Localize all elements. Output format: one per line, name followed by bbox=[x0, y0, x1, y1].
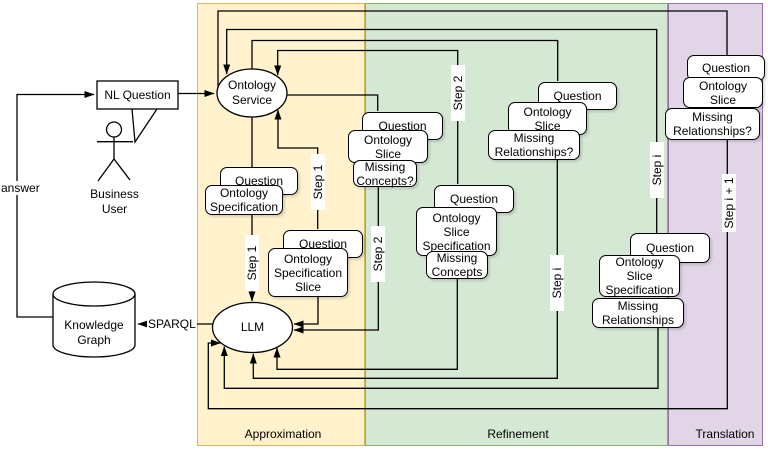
nl-question-box bbox=[96, 80, 179, 110]
note-card-ontology-slice: Ontology Slice bbox=[348, 130, 428, 163]
note-card-ontology-slice-specification: Ontology Slice Specification bbox=[599, 255, 680, 297]
note-card-question: Question bbox=[687, 55, 765, 81]
region-approximation bbox=[197, 3, 365, 446]
edge-answer bbox=[16, 91, 95, 318]
region-refinement bbox=[365, 3, 668, 446]
edge-ontologyservice-to-stack-c bbox=[287, 94, 379, 111]
speech-tail bbox=[131, 108, 158, 144]
region-label-approximation: Approximation bbox=[244, 427, 322, 441]
edge-stack-f-to-llm bbox=[220, 328, 659, 389]
edge-stack-f-to-ontologyservice bbox=[223, 28, 658, 233]
note-card-missing-relationships-question: Missing Relationships? bbox=[488, 130, 580, 160]
note-card-ontology-specification: Ontology Specification bbox=[205, 185, 283, 215]
note-card-missing-relationships: Missing Relationships bbox=[592, 298, 684, 328]
edge-label-step-2: Step 2 bbox=[371, 226, 385, 282]
stick-figure-head bbox=[105, 121, 123, 138]
note-card-ontology-slice: Ontology Slice bbox=[508, 102, 587, 135]
edge-label-step-1: Step 1 bbox=[311, 154, 325, 210]
region-label-refinement: Refinement bbox=[487, 427, 549, 441]
edge-label-step-i-plus-1: Step i + 1 bbox=[722, 174, 736, 232]
ontology-service-ellipse bbox=[216, 68, 288, 118]
note-card-missing-relationships-question: Missing Relationships? bbox=[665, 108, 760, 140]
edge-ontologyservice-to-stack-d bbox=[251, 39, 559, 81]
edge-stack-e-to-llm bbox=[273, 279, 458, 370]
knowledge-graph-cylinder bbox=[52, 281, 136, 358]
edge-ontologyservice-to-stack-g bbox=[217, 10, 728, 87]
edge-label-sparql: SPARQL bbox=[147, 317, 197, 331]
note-card-missing-concepts: Missing Concepts bbox=[426, 251, 488, 279]
edge-stack-g-to-llm bbox=[207, 140, 728, 410]
edge-label-step-2: Step 2 bbox=[451, 65, 465, 121]
business-user-figure bbox=[97, 121, 133, 182]
edge-label-answer: answer bbox=[0, 181, 41, 195]
note-card-ontology-slice: Ontology Slice bbox=[683, 77, 763, 108]
knowledge-graph-cylinder-lip bbox=[52, 293, 136, 307]
stick-figure-leg-left bbox=[97, 158, 115, 182]
region-label-translation: Translation bbox=[695, 427, 755, 441]
llm-ellipse bbox=[211, 301, 294, 354]
note-card-missing-concepts-question: Missing Concepts? bbox=[353, 160, 417, 188]
edge-stack-b-to-llm bbox=[293, 297, 319, 328]
edge-label-step-i: Step i bbox=[550, 255, 564, 311]
note-card-ontology-specification-slice: Ontology Specification Slice bbox=[268, 248, 348, 297]
edge-label-step-i: Step i bbox=[650, 142, 664, 198]
stick-figure-leg-right bbox=[113, 158, 131, 181]
note-card-ontology-slice-specification: Ontology Slice Specification bbox=[416, 207, 497, 256]
edge-label-step-1: Step 1 bbox=[245, 235, 259, 291]
